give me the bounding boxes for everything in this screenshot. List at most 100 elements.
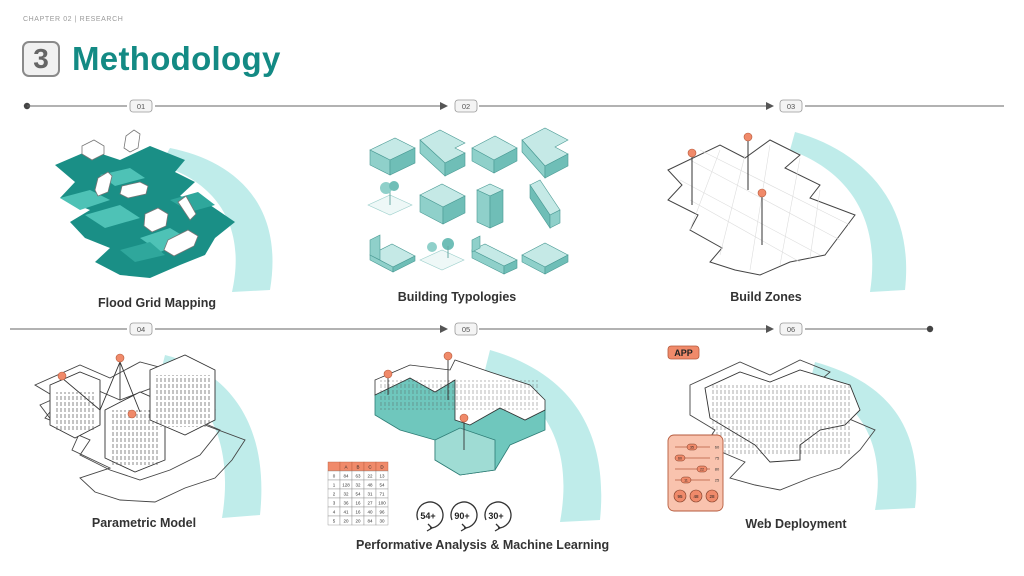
svg-text:01: 01 (137, 102, 145, 111)
table-cell-text: 13 (379, 474, 385, 479)
app-dial-2: 48 (689, 489, 703, 503)
typology-block-8 (369, 234, 416, 273)
table-cell-text: 20 (355, 519, 361, 524)
table-cell-text: 30 (379, 519, 385, 524)
table-cell-text: 3 (333, 501, 336, 506)
app-slider-knob (674, 454, 686, 462)
table-cell-text: 100 (378, 501, 386, 506)
typology-block-5 (419, 183, 466, 225)
table-header-cell (327, 461, 341, 472)
table-cell-text: 96 (379, 510, 385, 515)
svg-text:54+: 54+ (420, 511, 435, 521)
app-slider-value: 75 (715, 456, 720, 461)
parametric-model-illustration (34, 353, 262, 518)
typology-tree-2 (419, 238, 465, 271)
typology-block-10 (521, 242, 569, 275)
app-slider-value: 60 (715, 445, 720, 450)
table-cell-text: 84 (343, 474, 349, 479)
timeline-row-2 (10, 325, 934, 333)
app-slider-knob-label: 11 (684, 479, 688, 483)
app-slider-knob (680, 476, 692, 484)
step-badge-04: 04 (129, 322, 153, 336)
typology-tree-1 (367, 181, 413, 216)
zone-pin-3 (757, 188, 767, 245)
table-cell-text: 36 (343, 501, 349, 506)
table-cell-text: 128 (342, 483, 350, 488)
step-label-web-deployment: Web Deployment (745, 517, 847, 531)
typology-block-6 (476, 183, 504, 229)
table-cell-text: 32 (355, 483, 361, 488)
svg-text:06: 06 (787, 325, 795, 334)
typology-block-4 (521, 127, 569, 179)
typology-block-2 (419, 129, 466, 177)
svg-text:90+: 90+ (454, 511, 469, 521)
building-typologies-illustration (367, 127, 569, 275)
table-header-text: B (356, 465, 359, 470)
table-cell-text: 32 (343, 492, 349, 497)
table-cell (375, 515, 389, 526)
step-badge-03: 03 (779, 99, 803, 113)
svg-text:28: 28 (709, 494, 715, 499)
app-badge: APP (667, 345, 700, 360)
table-header-text: A (344, 465, 347, 470)
score-indicators: 54+ 90+ 30+ (416, 501, 512, 532)
table-cell-text: 63 (355, 474, 361, 479)
app-slider-value: 25 (715, 478, 720, 483)
typology-block-3 (471, 135, 518, 174)
table-cell-text: 2 (333, 492, 336, 497)
perf-pin-2 (443, 351, 453, 400)
table-cell-text: 5 (333, 519, 336, 524)
app-slider-knob (686, 443, 698, 451)
step-label-flood-grid-mapping: Flood Grid Mapping (97, 296, 217, 310)
svg-text:30+: 30+ (488, 511, 503, 521)
table-cell-text: 54 (355, 492, 361, 497)
typology-block-7 (529, 179, 561, 229)
app-dial-1: 95 (673, 489, 687, 503)
chapter-label: CHAPTER 02 | RESEARCH (23, 16, 124, 23)
svg-text:02: 02 (462, 102, 470, 111)
svg-text:04: 04 (137, 325, 145, 334)
perf-pin-1 (383, 369, 393, 395)
param-pin-2 (115, 353, 125, 400)
app-slider-knob-label: 35 (690, 446, 694, 450)
timeline-row-1 (23, 102, 1004, 110)
build-zones-illustration (667, 132, 907, 292)
svg-text:03: 03 (787, 102, 795, 111)
table-cell-text: 16 (355, 501, 361, 506)
zone-pin-2 (743, 132, 753, 190)
table-cell-text: 22 (367, 474, 373, 479)
table-cell-text: 48 (367, 483, 373, 488)
step-label-parametric-model: Parametric Model (91, 516, 197, 530)
table-cell-text: 40 (367, 510, 373, 515)
step-label-performative-analysis: Performative Analysis & Machine Learning (356, 538, 610, 552)
section-number: 3 (22, 41, 60, 77)
svg-text:48: 48 (693, 494, 699, 499)
table-header-text: D (380, 465, 384, 470)
step-badge-01: 01 (129, 99, 153, 113)
step-badge-02: 02 (454, 99, 478, 113)
table-cell-text: 20 (343, 519, 349, 524)
score-circle-3: 30+ (484, 501, 512, 532)
app-slider-knob (696, 465, 708, 473)
typology-block-9 (471, 235, 518, 275)
score-circle-2: 90+ (450, 501, 478, 532)
step-label-building-typologies: Building Typologies (397, 290, 517, 304)
table-cell-text: 54 (379, 483, 385, 488)
perf-pin-3 (459, 413, 469, 450)
page-title: Methodology (72, 40, 281, 77)
app-slider-knob-label: 60 (678, 457, 682, 461)
param-pin-3 (127, 409, 137, 419)
table-cell-text: 71 (379, 492, 385, 497)
svg-text:APP: APP (674, 348, 693, 358)
step-label-build-zones: Build Zones (730, 290, 802, 304)
score-circle-1: 54+ (416, 501, 444, 532)
step-badge-05: 05 (454, 322, 478, 336)
table-header-text: C (368, 465, 372, 470)
app-slider-knob-label: 22 (700, 468, 704, 472)
app-dial-3: 28 (705, 489, 719, 503)
param-pin-1 (57, 371, 67, 381)
step-badge-06: 06 (779, 322, 803, 336)
